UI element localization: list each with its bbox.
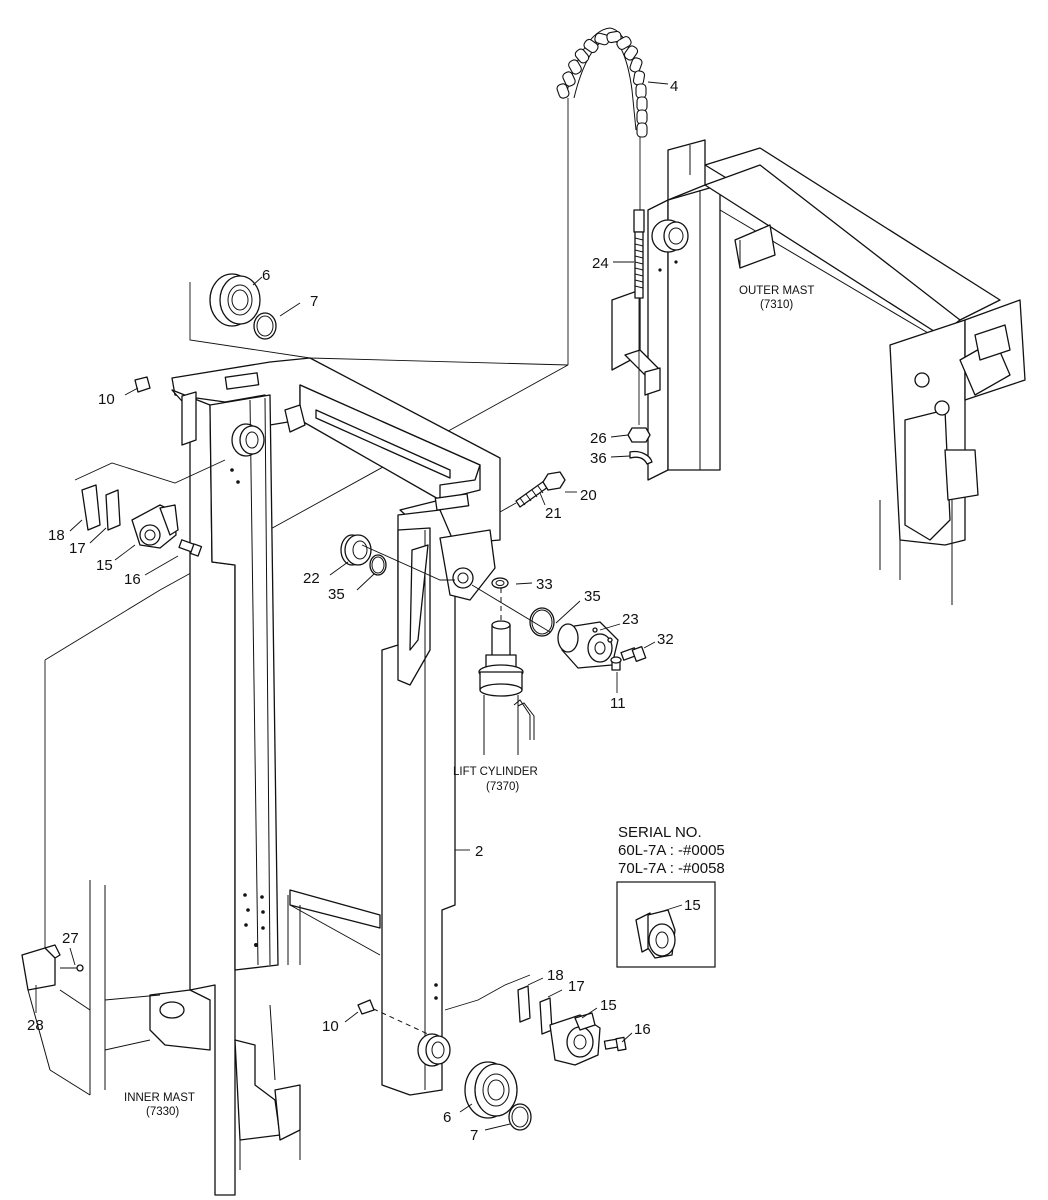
callout-2: 2 [475, 843, 483, 860]
callout-15-inset: 15 [684, 897, 701, 914]
callout-6-bottom: 6 [443, 1109, 451, 1126]
adjust-bolt [499, 471, 566, 513]
inner-mast-label: INNER MAST [124, 1092, 195, 1104]
lower-right-bracket [444, 974, 627, 1066]
callout-17-bottom: 17 [568, 978, 585, 995]
callout-35-right: 35 [584, 588, 601, 605]
callout-23: 23 [622, 611, 639, 628]
inner-mast-lower-view [21, 880, 301, 1195]
serial-number-text: SERIAL NO. 60L-7A : -#0005 70L-7A : -#00… [618, 824, 725, 914]
part-callouts: 4 6 7 10 24 26 36 20 21 33 35 23 32 11 2… [27, 78, 678, 1144]
lift-cylinder-code: (7370) [486, 781, 519, 793]
callout-4: 4 [670, 78, 678, 95]
callout-7-top: 7 [310, 293, 318, 310]
chain-anchor-bolt [627, 209, 653, 465]
lift-cylinder-label: LIFT CYLINDER [453, 766, 538, 778]
callout-11: 11 [610, 695, 626, 712]
callout-28: 28 [27, 1017, 44, 1034]
bottom-roller-group [134, 376, 532, 1131]
inner-mast-code: (7330) [146, 1106, 179, 1118]
callout-15-left: 15 [96, 557, 113, 574]
callout-32: 32 [657, 631, 674, 648]
callout-17-left: 17 [69, 540, 86, 557]
serial-line-2: 70L-7A : -#0058 [618, 860, 725, 877]
left-roller-bracket [74, 459, 226, 557]
callout-6-top: 6 [262, 267, 270, 284]
callout-33: 33 [536, 576, 553, 593]
inner-mast-assembly [171, 357, 501, 1196]
callout-36: 36 [590, 450, 607, 467]
callout-24: 24 [592, 255, 609, 272]
lift-chain [44, 27, 648, 955]
callout-7-bottom: 7 [470, 1127, 478, 1144]
leader-lines [35, 81, 669, 1131]
lift-cylinder [478, 588, 535, 755]
callout-27: 27 [62, 930, 79, 947]
side-roller-bracket [557, 621, 647, 671]
guide-roller-group [340, 534, 555, 637]
callout-18-bottom: 18 [547, 967, 564, 984]
callout-26: 26 [590, 430, 607, 447]
callout-22: 22 [303, 570, 320, 587]
callout-16-bottom: 16 [634, 1021, 651, 1038]
serial-inset [616, 881, 716, 968]
top-roller-group [189, 273, 569, 366]
callout-10-top: 10 [98, 391, 115, 408]
callout-20: 20 [580, 487, 597, 504]
serial-line-1: 60L-7A : -#0005 [618, 842, 725, 859]
chain-links [556, 30, 648, 138]
callout-16-left: 16 [124, 571, 141, 588]
outer-mast-code: (7310) [760, 299, 793, 311]
outer-mast-assembly [611, 139, 1026, 605]
callout-18-left: 18 [48, 527, 65, 544]
callout-10-bottom: 10 [322, 1018, 339, 1035]
callout-21: 21 [545, 505, 562, 522]
callout-35-left: 35 [328, 586, 345, 603]
serial-title: SERIAL NO. [618, 824, 702, 841]
component-labels: OUTER MAST (7310) LIFT CYLINDER (7370) I… [124, 285, 814, 1118]
outer-mast-label: OUTER MAST [739, 285, 814, 297]
callout-15-bottom: 15 [600, 997, 617, 1014]
